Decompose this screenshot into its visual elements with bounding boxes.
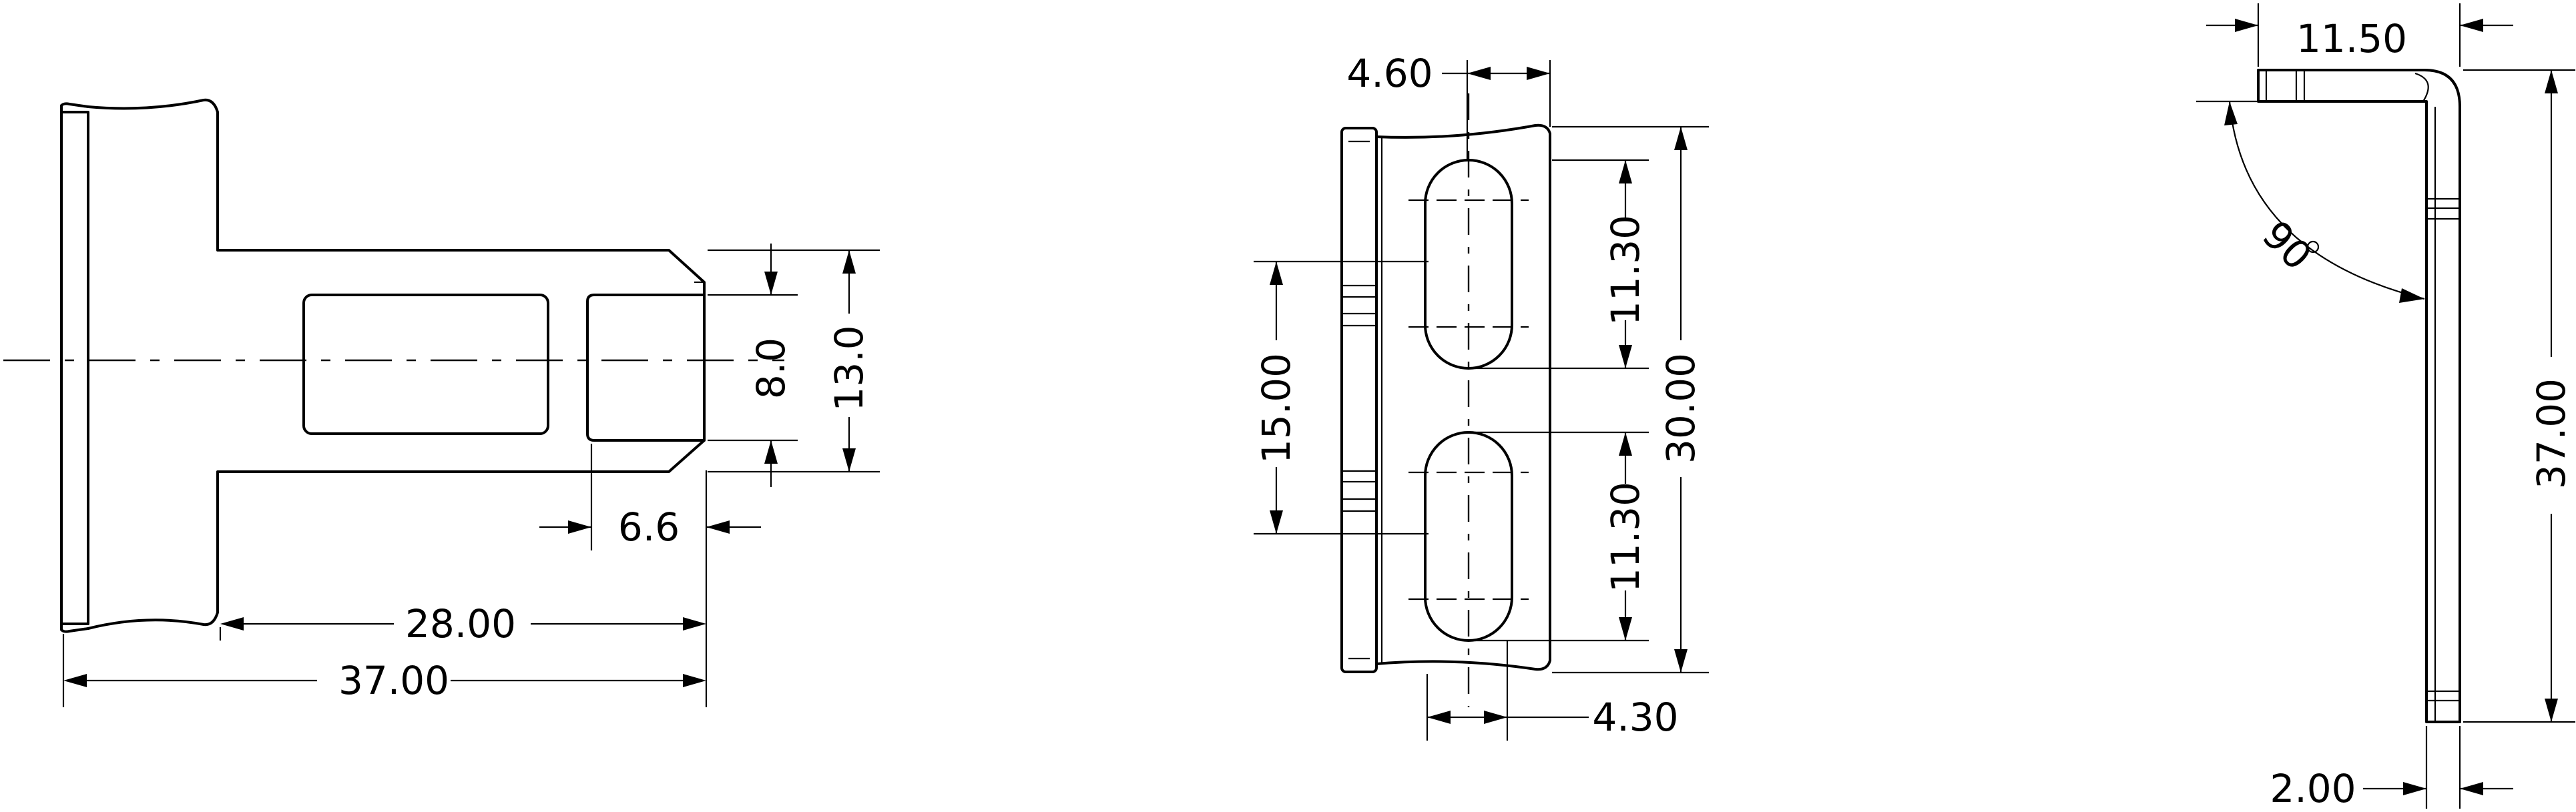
front-view-tab	[586, 294, 706, 442]
degree-symbol	[2306, 240, 2320, 254]
dim-side-height: 30.00	[1552, 125, 1709, 674]
dim-side-slot-lower: 11.30	[1475, 431, 1649, 642]
dim-side-top-offset: 4.60	[1346, 51, 1551, 160]
dim-text-bend-angle: 90	[2254, 212, 2320, 279]
dim-front-outer-width: 13.0	[708, 249, 880, 473]
dim-text-bottom-offset: 4.30	[1592, 695, 1678, 740]
front-view-left-wall	[60, 111, 89, 625]
dim-profile-leg-height: 37.00	[2463, 69, 2575, 723]
dim-text-top-offset: 4.60	[1346, 51, 1433, 96]
dim-text-tab-length: 6.6	[618, 504, 680, 550]
dim-text-slot-pitch: 15.00	[1254, 353, 1299, 464]
side-view-flange	[1340, 127, 1378, 673]
profile-view-l-bracket	[2257, 69, 2461, 723]
side-view: 4.60 4.30 15.00	[1254, 51, 1709, 741]
front-view: 37.00 28.00 6.6 8.0	[3, 98, 880, 707]
dim-text-slot-lower: 11.30	[1603, 482, 1648, 592]
dim-profile-flange-length: 11.50	[2206, 3, 2513, 67]
dim-text-inner-width: 8.0	[748, 338, 794, 399]
dim-text-flange-length: 11.50	[2296, 16, 2407, 61]
dim-text-overall-width: 37.00	[338, 658, 449, 703]
dim-text-outer-width: 13.0	[826, 325, 872, 411]
dim-text-slot-upper: 11.30	[1603, 215, 1648, 326]
dim-profile-bend-angle: 90	[2196, 100, 2425, 303]
dim-front-inner-width: 8.0	[708, 244, 798, 487]
dim-text-arm-length: 28.00	[405, 601, 516, 647]
dim-front-arm-length: 28.00	[219, 601, 706, 647]
dim-text-thickness: 2.00	[2270, 766, 2356, 811]
dim-side-slot-pitch: 15.00	[1254, 260, 1429, 535]
profile-view: 11.50 90 37.00	[2196, 3, 2575, 811]
front-view-window	[302, 294, 549, 435]
dim-front-overall-width: 37.00	[62, 470, 708, 707]
side-view-slot-lower	[1424, 431, 1513, 642]
dim-front-tab-length: 6.6	[539, 444, 761, 550]
dim-side-slot-upper: 11.30	[1475, 159, 1649, 370]
dim-side-bottom-offset: 4.30	[1426, 641, 1679, 741]
dim-profile-thickness: 2.00	[2270, 726, 2513, 811]
dim-text-height: 30.00	[1658, 353, 1704, 464]
dim-text-leg-height: 37.00	[2529, 378, 2574, 489]
side-view-body	[1375, 123, 1551, 671]
front-view-body-outline	[87, 98, 706, 630]
